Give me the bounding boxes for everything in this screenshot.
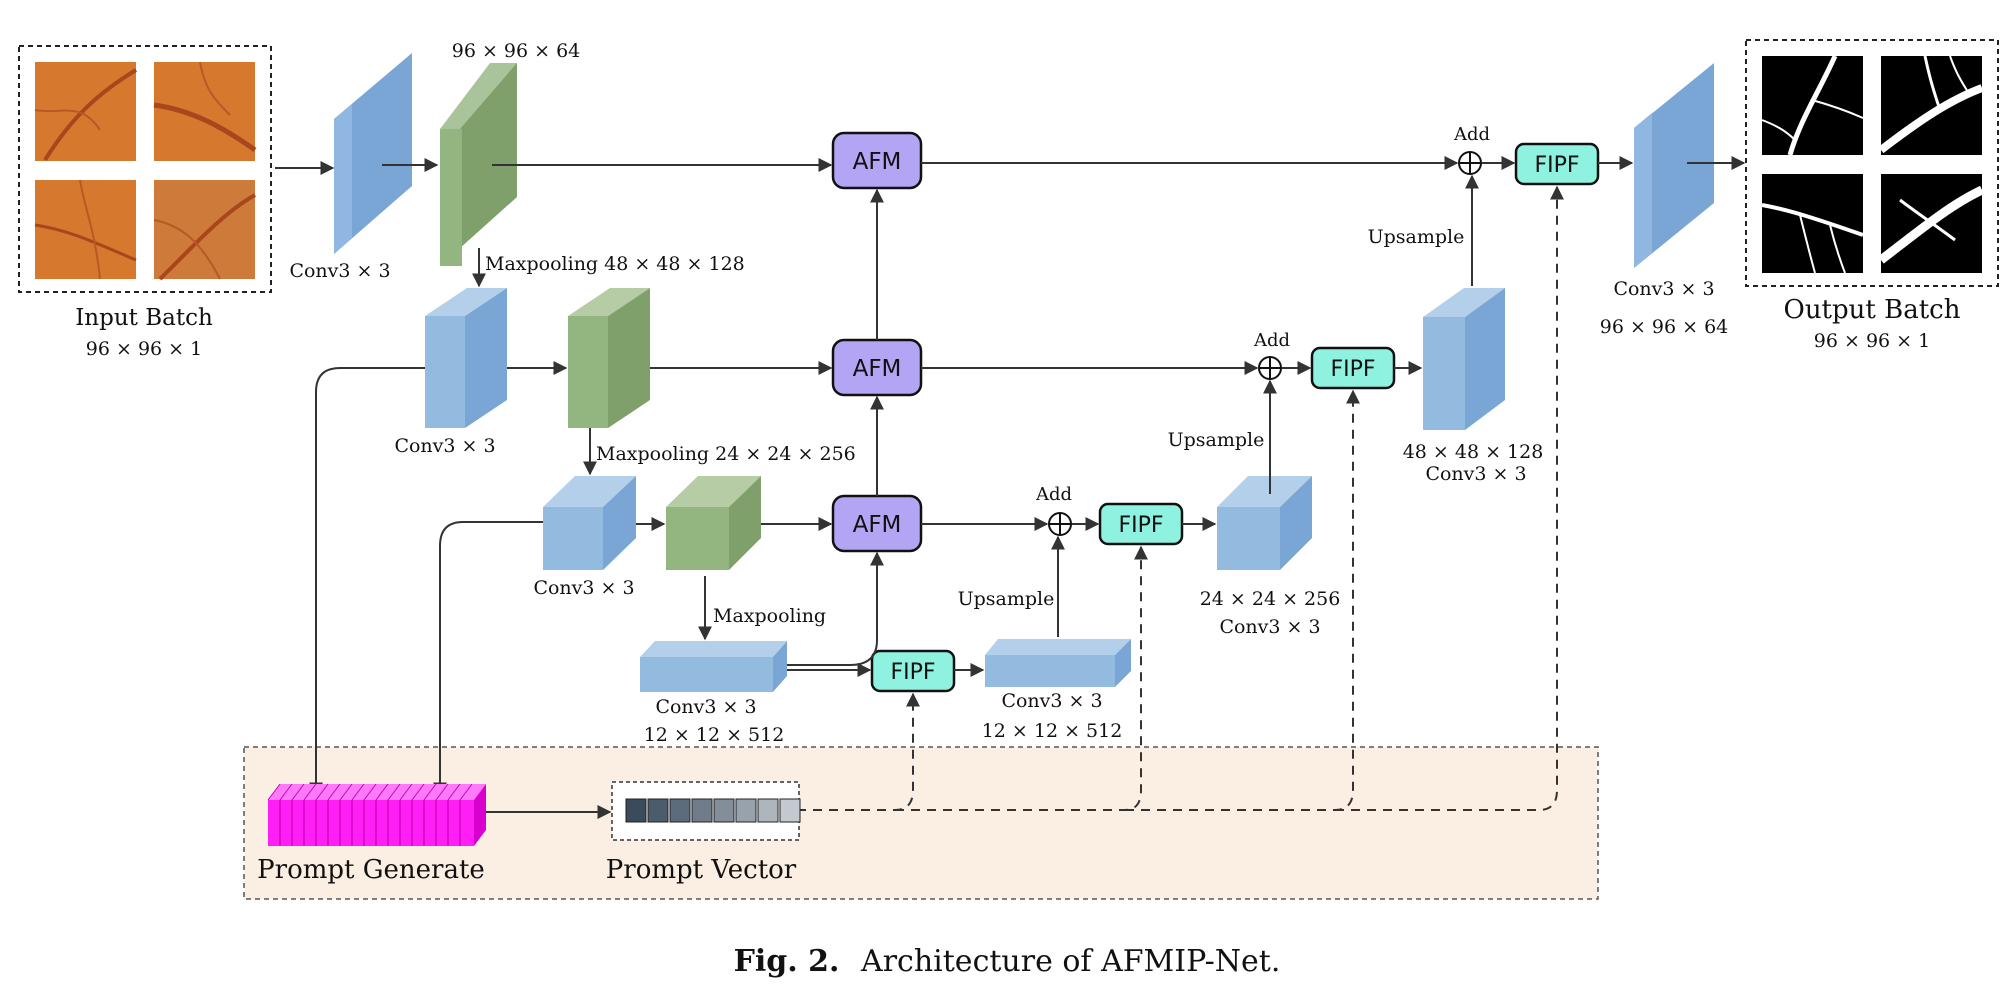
enc2-conv-label: Conv3 × 3 [394,435,495,457]
figure-caption-text: Architecture of AFMIP-Net. [860,944,1280,979]
pool-block-enc3 [666,476,761,570]
svg-text:FIPF: FIPF [1534,153,1579,178]
conv-block-dec1 [985,639,1131,687]
svg-text:AFM: AFM [853,512,902,538]
bottleneck-size: 12 × 12 × 512 [644,724,785,746]
dec3-size: 48 × 48 × 128 [1403,441,1544,463]
svg-text:FIPF: FIPF [890,660,935,685]
svg-text:Add: Add [1453,124,1490,145]
prompt-vector-cell [779,798,801,823]
input-title: Input Batch [75,305,213,331]
dec1-conv-label: Conv3 × 3 [1001,690,1102,712]
dec1-size: 12 × 12 × 512 [982,720,1123,742]
output-mask [1761,54,1864,156]
pool-block-enc1 [440,63,517,266]
afm-module-2: AFM [831,338,923,397]
bottleneck-conv-label: Conv3 × 3 [655,696,756,718]
maxpool3-label: Maxpooling [713,605,826,627]
prompt-vector-cell [647,798,669,823]
dec2-conv-label: Conv3 × 3 [1219,616,1320,638]
fipf-module-1: FIPF [1514,142,1600,186]
conv-block-bottleneck [640,641,787,692]
prompt-vector-cell [691,798,713,823]
prompt-generate-label: Prompt Generate [257,855,485,885]
output-batch: Output Batch 96 × 96 × 1 [1745,39,1999,352]
maxpool1-label: Maxpooling 48 × 48 × 128 [485,253,745,275]
dec2-size: 24 × 24 × 256 [1200,588,1341,610]
svg-text:Add: Add [1035,484,1072,505]
upsample-label-2: Upsample [1168,429,1265,451]
figure-number: Fig. 2. [734,944,840,979]
prompt-generate-block [267,783,486,846]
conv-block-final [1634,63,1714,268]
svg-text:AFM: AFM [853,149,902,175]
svg-text:AFM: AFM [853,356,902,382]
svg-text:FIPF: FIPF [1118,513,1163,538]
conv-block-enc1 [334,53,412,254]
upsample-label-3: Upsample [958,588,1055,610]
input-size: 96 × 96 × 1 [86,338,202,360]
svg-text:Add: Add [1253,330,1290,351]
prompt-vector [611,781,801,841]
prompt-vector-cell [757,798,779,823]
add-node-2: Add [1253,330,1290,380]
svg-text:FIPF: FIPF [1330,357,1375,382]
fipf-module-4: FIPF [870,649,956,693]
afm-module-1: AFM [831,131,923,190]
prompt-vector-cell [625,798,647,823]
conv-block-dec2 [1217,476,1312,570]
prompt-vector-cell [735,798,757,823]
add-node-1: Add [1453,124,1490,175]
input-batch: Input Batch 96 × 96 × 1 [18,45,272,360]
prompt-connections [797,185,1564,811]
output-title: Output Batch [1784,295,1961,325]
fipf-module-3: FIPF [1098,502,1184,546]
conv-block-enc3 [543,476,636,570]
figure-caption: Fig. 2. Architecture of AFMIP-Net. [734,944,1281,979]
output-mask [1878,55,1984,155]
final-size: 96 × 96 × 64 [1600,316,1729,338]
conv-block-dec3 [1423,288,1505,430]
prompt-vector-label: Prompt Vector [606,855,797,885]
input-image [34,62,138,162]
input-image [153,180,256,281]
dec3-conv-label: Conv3 × 3 [1425,463,1526,485]
connections [275,156,1746,819]
afm-module-3: AFM [831,494,923,553]
conv-block-enc2 [425,288,507,428]
fipf-module-2: FIPF [1310,346,1396,390]
maxpool2-label: Maxpooling 24 × 24 × 256 [596,443,856,465]
output-mask [1878,174,1984,273]
upsample-label-1: Upsample [1368,226,1465,248]
prompt-vector-cell [713,798,735,823]
add-node-3: Add [1035,484,1072,536]
output-mask [1761,174,1864,274]
enc1-feature-size: 96 × 96 × 64 [452,40,581,62]
prompt-vector-cell [669,798,691,823]
output-size: 96 × 96 × 1 [1814,330,1930,352]
input-image [153,61,257,161]
enc1-conv-label: Conv3 × 3 [289,260,390,282]
final-conv-label: Conv3 × 3 [1613,278,1714,300]
pool-block-enc2 [568,288,650,428]
input-image [34,179,137,280]
enc3-conv-label: Conv3 × 3 [533,577,634,599]
